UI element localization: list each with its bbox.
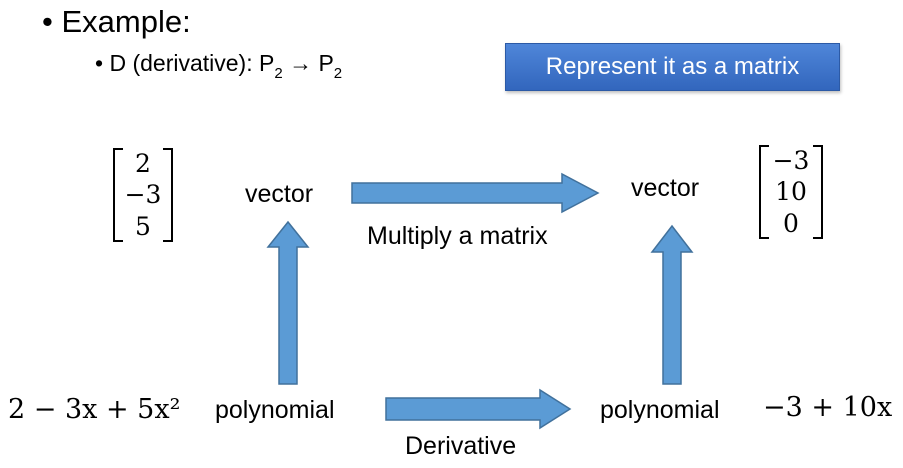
left-polynomial-expression: 2 − 3x + 5x²: [8, 394, 181, 425]
bullet-level1: • Example:: [42, 4, 191, 40]
vector-entry: 10: [775, 177, 807, 207]
left-bracket: [113, 148, 123, 242]
derivative-label: Derivative: [405, 432, 517, 460]
multiply-matrix-arrow: [351, 172, 600, 214]
right-polynomial-expression: −3 + 10x: [763, 392, 893, 423]
bullet-dot-icon: •: [95, 50, 104, 76]
callout-label: Represent it as a matrix: [545, 53, 800, 80]
right-bracket: [813, 145, 823, 239]
bullet-level1-text: Example:: [61, 4, 191, 39]
bullet-level2-mid: P: [318, 50, 334, 76]
left-bracket: [759, 145, 769, 239]
right-bracket: [163, 148, 173, 242]
represent-matrix-callout: Represent it as a matrix: [505, 43, 840, 91]
right-polynomial-label: polynomial: [600, 396, 720, 424]
right-vector-label: vector: [631, 174, 700, 202]
right-up-arrow: [650, 224, 694, 385]
left-up-arrow: [266, 220, 310, 385]
vector-entry: 5: [135, 211, 151, 241]
vector-entry: 0: [783, 208, 799, 238]
derivative-arrow: [385, 388, 572, 430]
bullet-level2: • D (derivative): P2 → P2: [95, 50, 342, 82]
bullet-dot-icon: •: [42, 4, 53, 39]
bullet-level2-prefix: D (derivative): P: [109, 50, 275, 76]
right-column-vector: −3 10 0: [759, 145, 823, 239]
vector-entry: −3: [772, 146, 810, 176]
multiply-matrix-label: Multiply a matrix: [367, 222, 548, 250]
left-column-vector: 2 −3 5: [113, 148, 173, 242]
vector-entry: 2: [135, 149, 151, 179]
subscript-2: 2: [333, 65, 343, 82]
left-vector-label: vector: [245, 180, 314, 208]
subscript-1: 2: [274, 65, 283, 82]
vector-entry: −3: [124, 180, 162, 210]
maps-to-arrow: →: [289, 50, 313, 76]
left-polynomial-label: polynomial: [215, 396, 335, 424]
